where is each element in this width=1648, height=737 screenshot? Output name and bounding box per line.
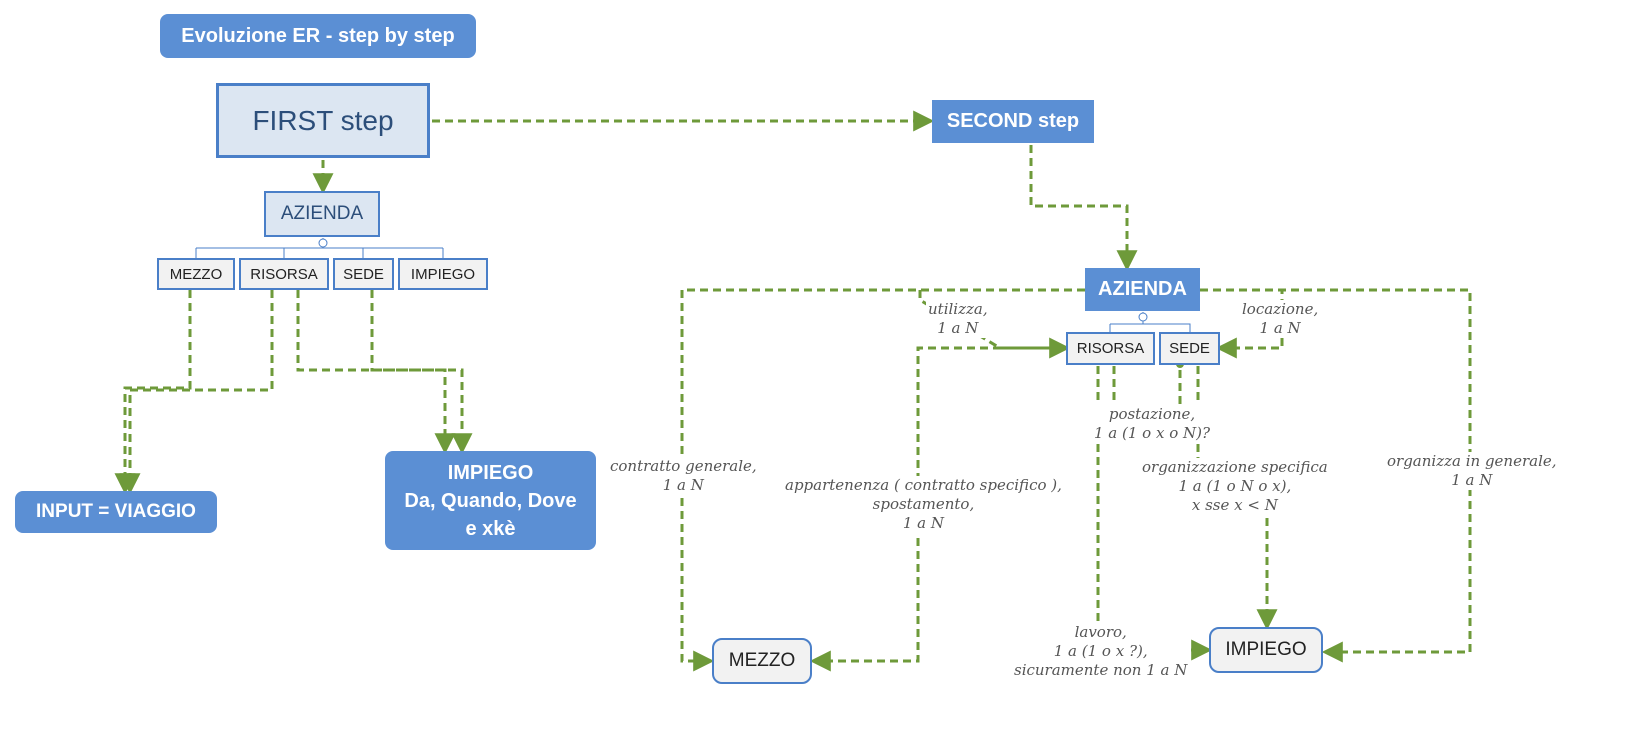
second-sede-node[interactable]: SEDE	[1159, 332, 1220, 365]
first-step-node[interactable]: FIRST step	[216, 83, 430, 158]
arrow-second-to-azienda	[1029, 145, 1138, 272]
arrow-sede-to-impiego	[370, 290, 473, 455]
collapse-dot-first	[318, 238, 328, 248]
second-risorsa-node[interactable]: RISORSA	[1066, 332, 1155, 365]
first-impiego-node[interactable]: IMPIEGO	[398, 258, 488, 290]
second-step-node[interactable]: SECOND step	[932, 100, 1094, 143]
second-mezzo-node[interactable]: MEZZO	[712, 638, 812, 684]
arrow-risorsa-to-impiego	[296, 290, 456, 455]
arrow-org-generale	[1200, 288, 1472, 663]
label-lavoro: lavoro, 1 a (1 o x ?), sicuramente non 1…	[1012, 623, 1190, 680]
arrow-mezzo-to-input	[114, 290, 192, 495]
label-utilizza: utilizza, 1 a N	[926, 300, 990, 338]
first-risorsa-node[interactable]: RISORSA	[239, 258, 329, 290]
label-postazione: postazione, 1 a (1 o x o N)?	[1092, 405, 1213, 443]
second-impiego-node[interactable]: IMPIEGO	[1209, 627, 1323, 673]
first-sede-node[interactable]: SEDE	[333, 258, 394, 290]
label-appartenenza: appartenenza ( contratto specifico ), sp…	[783, 476, 1064, 533]
input-viaggio-node[interactable]: INPUT = VIAGGIO	[15, 491, 217, 533]
page-title: Evoluzione ER - step by step	[160, 14, 476, 58]
tree-lines-second	[1109, 312, 1191, 332]
label-contratto-generale: contratto generale, 1 a N	[608, 457, 759, 495]
label-org-specifica: organizzazione specifica 1 a (1 o N o x)…	[1140, 458, 1330, 515]
first-azienda-node[interactable]: AZIENDA	[264, 191, 380, 237]
label-locazione: locazione, 1 a N	[1240, 300, 1321, 338]
first-mezzo-node[interactable]: MEZZO	[157, 258, 235, 290]
arrow-risorsa-to-input	[119, 290, 274, 495]
second-azienda-node[interactable]: AZIENDA	[1085, 268, 1200, 311]
collapse-dot-second	[1138, 312, 1148, 322]
impiego-detail-node[interactable]: IMPIEGO Da, Quando, Dove e xkè	[385, 451, 596, 550]
label-org-generale: organizza in generale, 1 a N	[1385, 452, 1559, 490]
